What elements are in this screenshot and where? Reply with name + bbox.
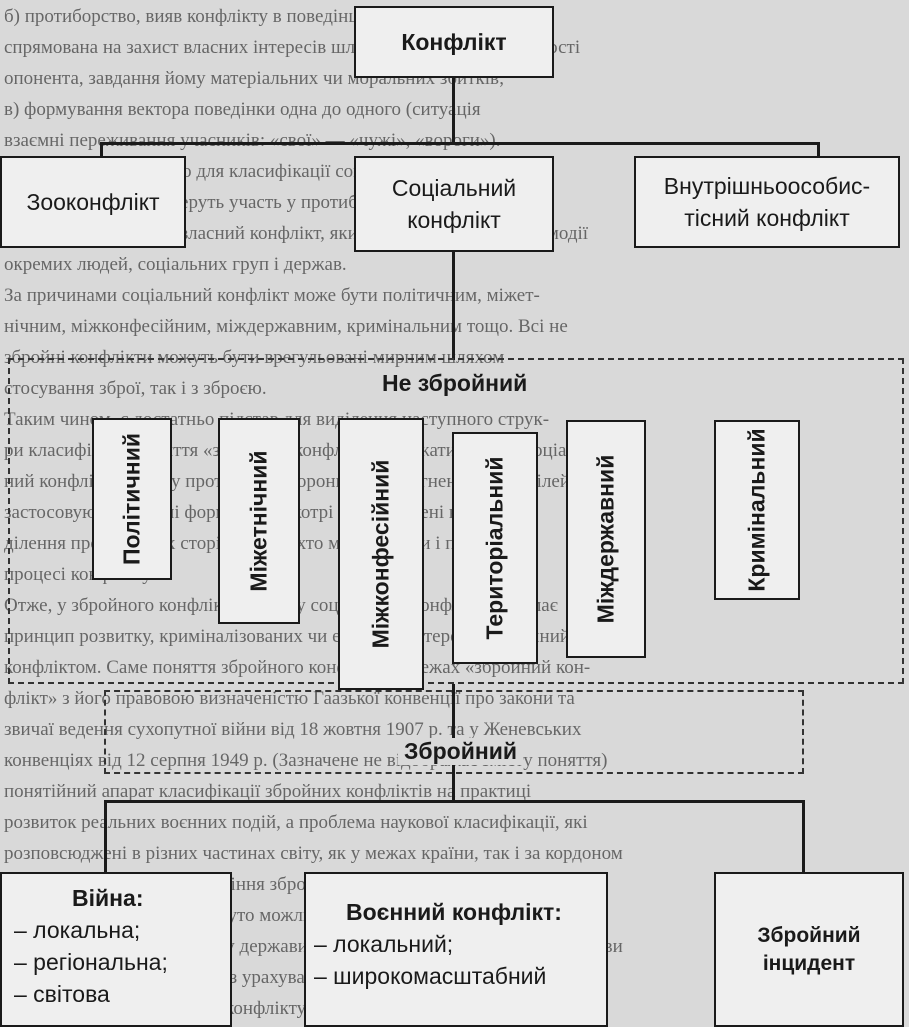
non-armed-label: Не збройний	[376, 370, 534, 397]
type-criminal: Кримінальний	[714, 420, 800, 600]
intrapersonal-node: Внутрішньоособис- тісний конфлікт	[634, 156, 900, 248]
type-interethnic: Міжетнічний	[218, 418, 300, 624]
zooconflict-label: Зооконфлікт	[26, 189, 160, 215]
background-text-line: в) формування вектора поведінки одна до …	[4, 99, 481, 120]
war-item: – світова	[14, 981, 110, 1007]
connector-intra	[817, 142, 820, 156]
zooconflict-node: Зооконфлікт	[0, 156, 186, 248]
connector-social-down	[452, 252, 455, 360]
background-text-line: взаємні переживання учасників: «свої» — …	[4, 130, 501, 151]
connector-nonarmed-to-armed	[452, 684, 455, 778]
background-text-line: нічним, міжконфесійним, міждержавним, кр…	[4, 316, 568, 337]
background-text-line: розвиток реальних воєнних подій, а пробл…	[4, 812, 588, 833]
social-conflict-node: Соціальний конфлікт	[354, 156, 554, 252]
connector-bottom-horizontal	[104, 800, 804, 803]
type-political: Політичний	[92, 418, 172, 580]
military-item: – локальний;	[314, 931, 454, 957]
armed-incident-label: Збройний інцидент	[757, 923, 861, 975]
social-conflict-label: Соціальний конфлікт	[391, 175, 517, 233]
connector-zoo	[100, 142, 103, 156]
background-text-line: флікт» з його правовою визначеністю Гааз…	[4, 688, 575, 709]
background-text-line: збройні конфлікти можуть бути врегульова…	[4, 347, 505, 368]
armed-incident-node: Збройний інцидент	[714, 872, 904, 1027]
connector-war	[104, 800, 107, 872]
military-title: Воєнний конфлікт:	[346, 899, 562, 925]
connector-root-down	[452, 78, 455, 144]
type-interconfessional: Міжконфесійний	[338, 418, 424, 690]
connector-incident	[802, 800, 805, 872]
non-armed-group	[8, 358, 904, 684]
root-node: Конфлікт	[354, 6, 554, 78]
background-text-line: конфліктом. Саме поняття збройного конфл…	[4, 657, 591, 678]
war-item: – локальна;	[14, 917, 141, 943]
background-text-line: стосування зброї, так і з зброєю.	[4, 378, 267, 399]
background-text-line: За причинами соціальний конфлікт може бу…	[4, 285, 540, 306]
war-item: – регіональна;	[14, 949, 168, 975]
war-node: Війна: – локальна; – регіональна; – світ…	[0, 872, 232, 1027]
connector-armed-down	[452, 778, 455, 802]
background-text-line: принцип розвитку, криміналізованих чи ет…	[4, 626, 571, 647]
root-label: Конфлікт	[401, 28, 507, 55]
background-text-line: звичаї ведення сухопутної війни від 18 ж…	[4, 719, 582, 740]
type-interstate: Міждержавний	[566, 420, 646, 658]
armed-label: Збройний	[398, 738, 524, 765]
type-territorial: Територіальний	[452, 432, 538, 664]
armed-group	[104, 690, 804, 774]
military-item: – широкомасштабний	[314, 963, 547, 989]
background-text-line: понятійний апарат класифікації збройних …	[4, 781, 532, 802]
background-text-line: окремих людей, соціальних груп і держав.	[4, 254, 347, 275]
connector-top-horizontal	[100, 142, 820, 145]
intrapersonal-label: Внутрішньоособис- тісний конфлікт	[663, 173, 871, 231]
war-title: Війна:	[72, 885, 144, 911]
background-text-line: розповсюджені в різних частинах світу, я…	[4, 843, 623, 864]
military-conflict-node: Воєнний конфлікт: – локальний; – широком…	[304, 872, 608, 1027]
